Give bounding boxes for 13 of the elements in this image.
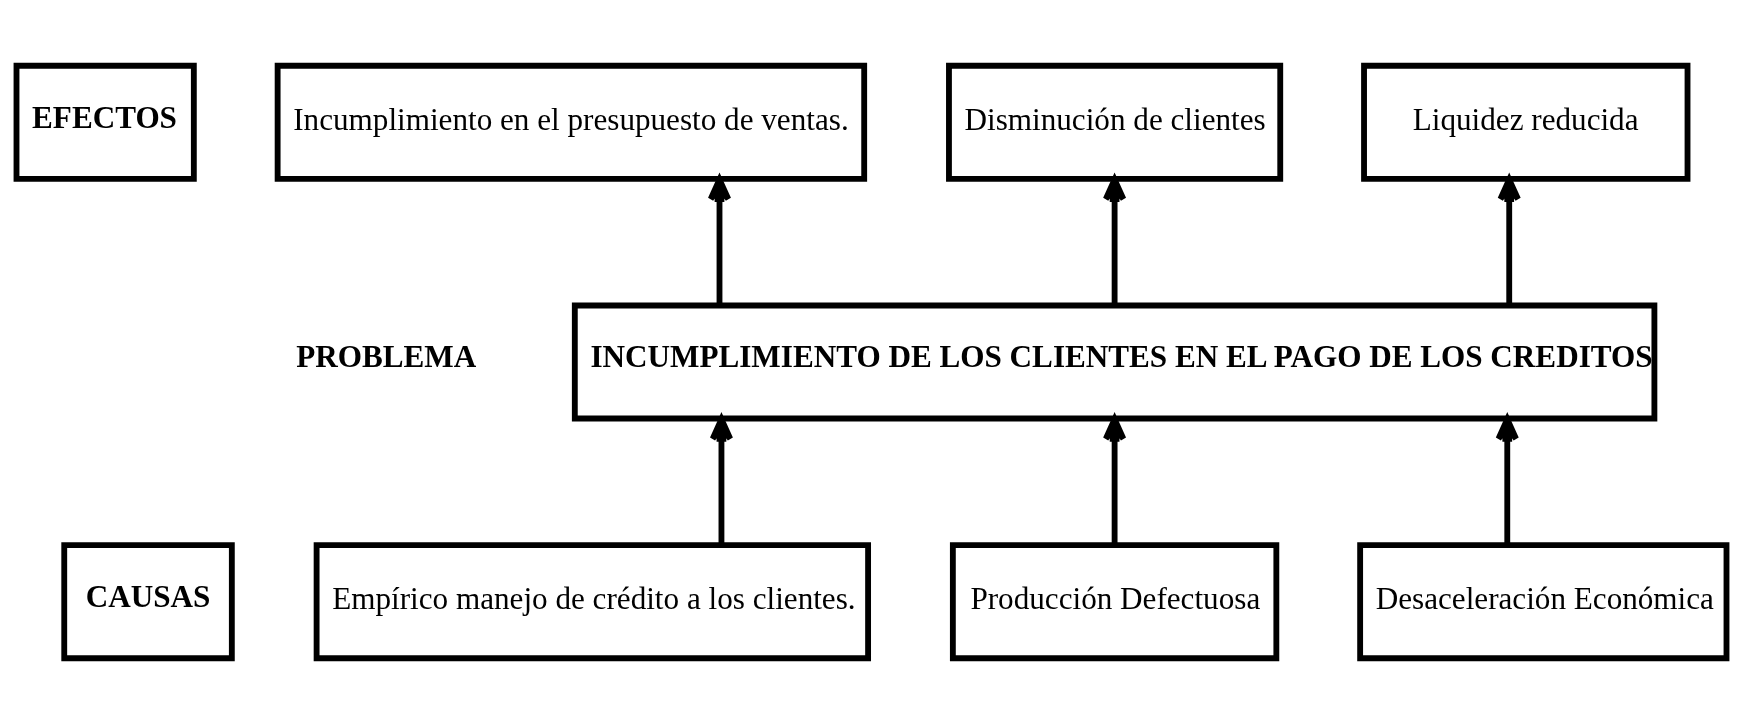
arrow xyxy=(709,415,734,545)
arrow xyxy=(1495,415,1519,545)
node-box: CAUSAS xyxy=(61,541,235,661)
arrow xyxy=(1102,415,1127,545)
node-box: Empírico manejo de crédito a los clientes. xyxy=(313,541,871,661)
node-box: Liquidez reducida xyxy=(1361,62,1691,182)
node-box: Desaceleración Económica xyxy=(1357,541,1730,661)
node-box: Incumplimiento en el presupuesto de ventas. xyxy=(274,62,868,182)
label: PROBLEMA xyxy=(296,338,477,374)
node-box: INCUMPLIMIENTO DE LOS CLIENTES EN EL PAGO DE LOS CREDITOS xyxy=(571,302,1658,421)
node-box: Disminución de clientes xyxy=(946,62,1284,182)
node-box: EFECTOS xyxy=(13,62,197,182)
node-box: Producción Defectuosa xyxy=(949,541,1280,661)
